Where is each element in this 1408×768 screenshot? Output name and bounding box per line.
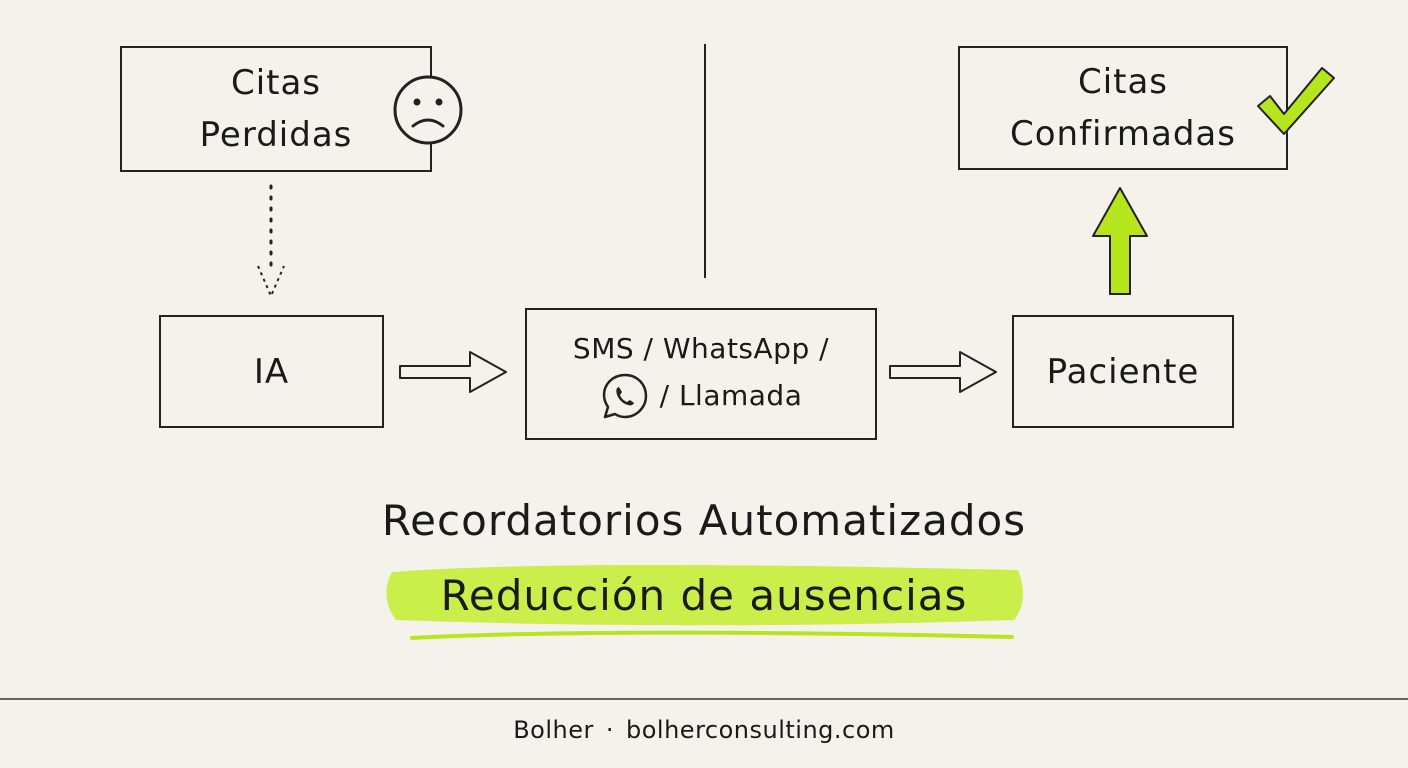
footer-brand: Bolher	[513, 716, 594, 744]
diagram-title: Recordatorios Automatizados	[381, 496, 1027, 545]
whatsapp-icon	[602, 373, 647, 419]
diagram-subtitle: Reducción de ausencias	[440, 570, 968, 620]
box-channels-line2: / Llamada	[659, 379, 803, 412]
box-ai-label: IA	[253, 351, 290, 392]
box-channels-line2-row: / Llamada	[600, 371, 803, 421]
sad-face-icon	[393, 75, 463, 145]
green-up-arrow	[1092, 187, 1148, 295]
box-patient-label: Paciente	[1046, 351, 1200, 392]
box-channels-line1: SMS / WhatsApp /	[572, 332, 830, 365]
footer: Bolher · bolherconsulting.com	[0, 716, 1408, 744]
arrow-ia-to-channels	[399, 351, 507, 393]
arrow-channels-to-patient	[889, 351, 997, 393]
checkmark-icon	[1257, 67, 1335, 135]
footer-separator: ·	[605, 716, 614, 744]
box-channels: SMS / WhatsApp / / Llamada	[525, 308, 877, 440]
box-confirmed-line2: Confirmadas	[1010, 114, 1236, 154]
box-ai: IA	[159, 315, 384, 428]
box-lost-appointments: Citas Perdidas	[120, 46, 432, 172]
box-lost-line2: Perdidas	[199, 115, 353, 155]
box-lost-line1: Citas	[230, 63, 322, 103]
box-confirmed-appointments: Citas Confirmadas	[958, 46, 1288, 170]
box-confirmed-line1: Citas	[1077, 62, 1169, 102]
footer-site-link[interactable]: bolherconsulting.com	[626, 716, 895, 744]
subtitle-underline	[410, 630, 1014, 640]
subtitle-wrap: Reducción de ausencias	[384, 560, 1024, 630]
subtitle-highlight	[386, 565, 1023, 626]
dotted-arrow-head	[257, 265, 285, 299]
box-patient: Paciente	[1012, 315, 1234, 428]
